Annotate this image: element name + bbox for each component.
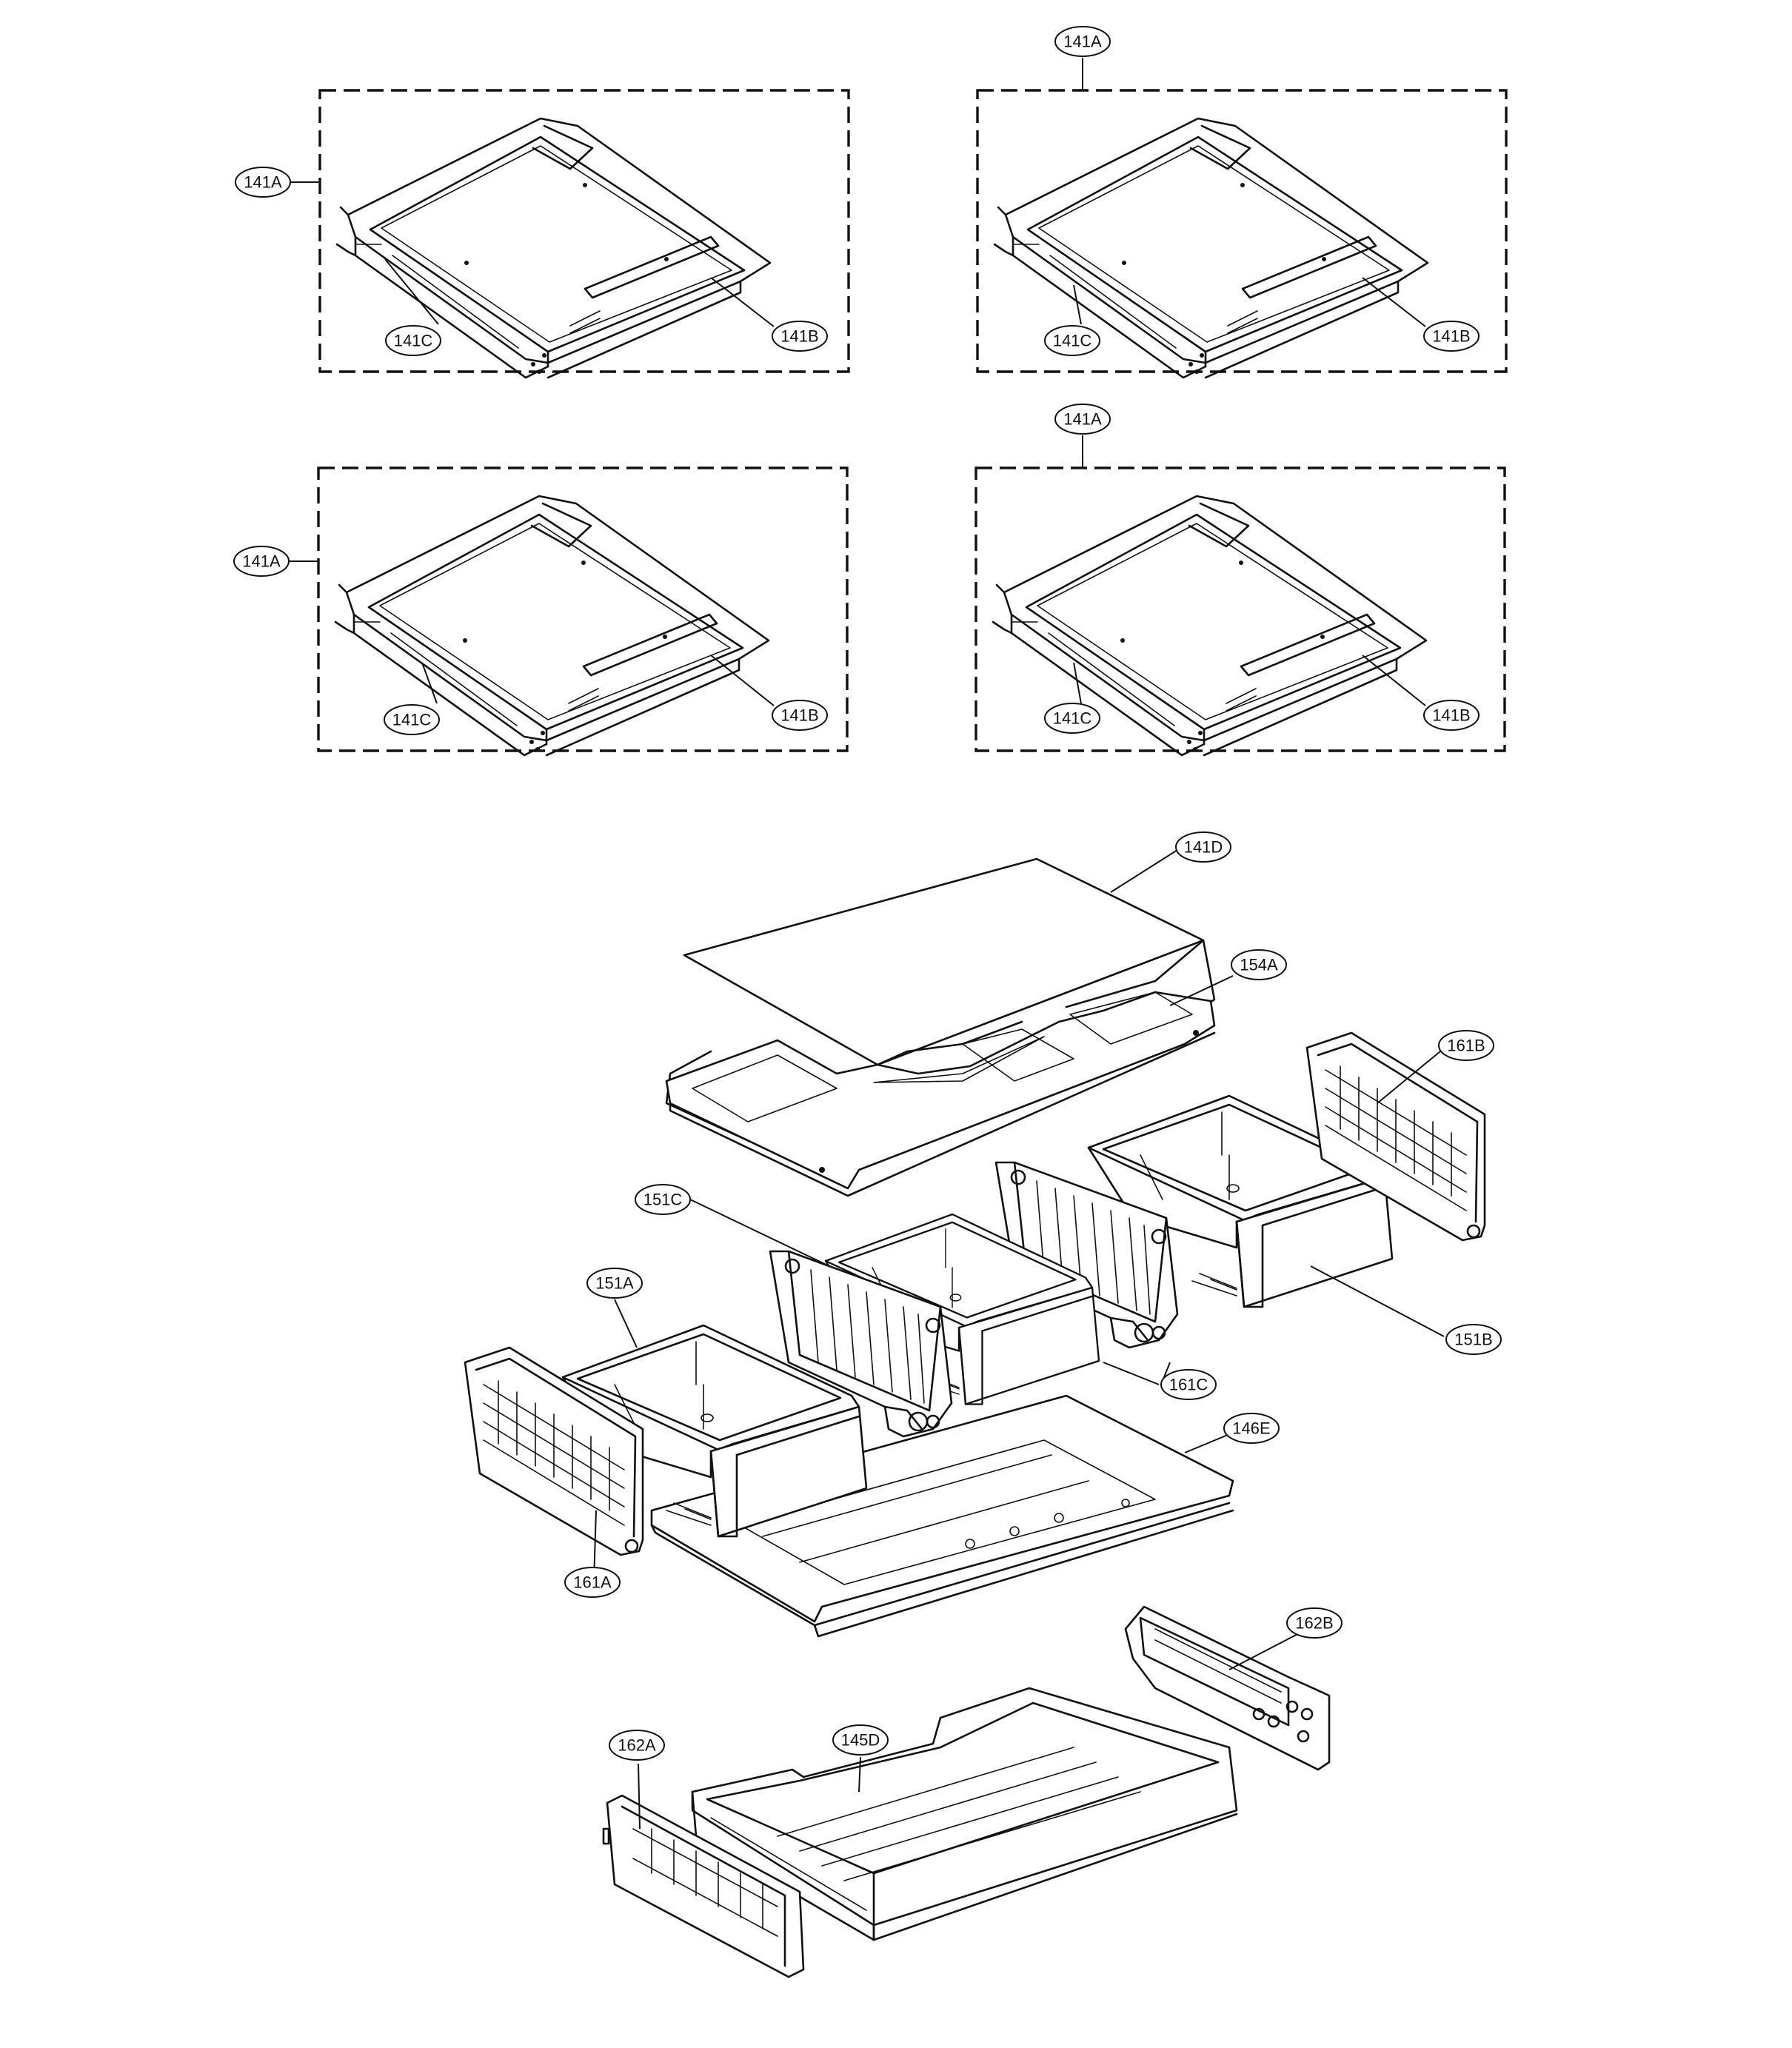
- rail-right: [1124, 1605, 1331, 1771]
- bin-left: [561, 1299, 868, 1538]
- svg-text:141C: 141C: [392, 711, 432, 729]
- callout-shelf4-141b: 141B: [1423, 700, 1480, 731]
- dashed-boundary: [318, 89, 850, 373]
- tray: [650, 1394, 1234, 1638]
- svg-text:141D: 141D: [1184, 838, 1223, 857]
- svg-text:141B: 141B: [780, 706, 818, 725]
- divider-right: [1305, 1031, 1486, 1242]
- svg-text:141B: 141B: [1432, 706, 1470, 725]
- callout-162b: 162B: [1286, 1607, 1343, 1639]
- dashed-boundary: [974, 466, 1506, 752]
- callout-146e: 146E: [1223, 1413, 1280, 1444]
- callout-shelf4-141a: 141A: [1054, 404, 1111, 435]
- callout-162a: 162A: [609, 1730, 665, 1761]
- bin-right: [1087, 1094, 1445, 1337]
- callout-shelf1-141c: 141C: [385, 325, 441, 356]
- callout-shelf3-141b: 141B: [772, 700, 828, 731]
- svg-text:161C: 161C: [1169, 1376, 1208, 1394]
- svg-text:162A: 162A: [618, 1736, 656, 1755]
- svg-text:161B: 161B: [1447, 1037, 1485, 1055]
- callout-151c: 151C: [635, 1184, 691, 1215]
- svg-text:161A: 161A: [573, 1573, 612, 1592]
- svg-text:145D: 145D: [841, 1731, 880, 1750]
- rail-left: [602, 1763, 805, 1978]
- svg-text:151C: 151C: [643, 1191, 683, 1209]
- dashed-boundary: [976, 89, 1508, 373]
- callout-151a: 151A: [586, 1268, 643, 1299]
- crisper-cover-frame: [665, 939, 1234, 1197]
- svg-text:141A: 141A: [242, 552, 281, 571]
- bin-middle: [689, 1199, 1100, 1405]
- callout-161b: 161B: [1438, 1030, 1494, 1061]
- callout-161c: 161C: [1160, 1369, 1217, 1400]
- callout-shelf4-141c: 141C: [1044, 703, 1100, 734]
- svg-text:141C: 141C: [1053, 332, 1092, 350]
- callout-shelf3-141a: 141A: [233, 546, 290, 577]
- svg-text:146E: 146E: [1232, 1419, 1270, 1438]
- callout-shelf1-141b: 141B: [772, 321, 828, 352]
- callout-shelf2-141c: 141C: [1044, 325, 1100, 356]
- callout-shelf2-141a: 141A: [1054, 26, 1111, 57]
- shelf-group-4: [974, 435, 1506, 757]
- dashed-boundary: [317, 466, 849, 752]
- svg-text:141A: 141A: [244, 173, 282, 192]
- svg-text:141A: 141A: [1063, 410, 1102, 429]
- callout-shelf2-141b: 141B: [1423, 321, 1480, 352]
- callout-161a: 161A: [564, 1567, 621, 1598]
- svg-text:154A: 154A: [1240, 956, 1278, 974]
- shelf-group-3: [289, 466, 849, 757]
- svg-text:151A: 151A: [595, 1274, 634, 1293]
- svg-text:141C: 141C: [394, 332, 433, 350]
- shelf-group-2: [976, 58, 1508, 379]
- svg-text:141B: 141B: [1432, 327, 1470, 346]
- svg-text:162B: 162B: [1295, 1614, 1333, 1633]
- callout-141d: 141D: [1175, 831, 1231, 863]
- callout-151b: 151B: [1445, 1324, 1502, 1355]
- callout-154a: 154A: [1231, 949, 1287, 980]
- callout-shelf3-141c: 141C: [384, 704, 440, 735]
- callout-145d: 145D: [832, 1724, 889, 1756]
- svg-text:141B: 141B: [780, 327, 818, 346]
- svg-text:141A: 141A: [1063, 33, 1102, 51]
- svg-text:151B: 151B: [1454, 1331, 1492, 1349]
- shelf-group-1: [290, 89, 850, 379]
- svg-text:141C: 141C: [1053, 709, 1092, 728]
- callout-shelf1-141a: 141A: [235, 167, 291, 198]
- drawer: [691, 1687, 1238, 1941]
